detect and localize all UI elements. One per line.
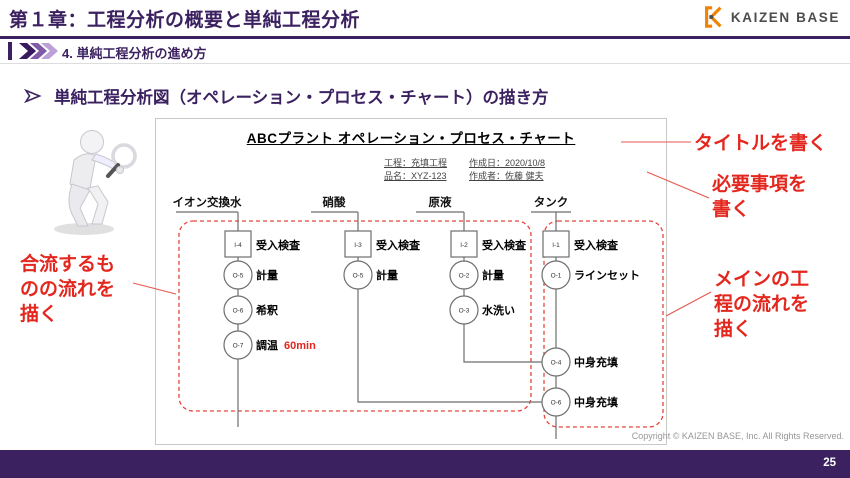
meta-author: 作成者：佐藤 健夫 <box>469 171 544 181</box>
subheader-accent-bar <box>8 42 12 60</box>
person-magnifier-illustration <box>54 130 137 235</box>
column-header: 硝酸 <box>323 195 346 209</box>
step-label: 調温 <box>256 338 278 352</box>
process-diagram: イオン交換水 硝酸 原液 タンク I-4 受入検査 O-5 計量 O-6 希釈 … <box>173 195 664 439</box>
step-duration-note: 60min <box>284 340 316 352</box>
copyright-text: Copyright © KAIZEN BASE, Inc. All Rights… <box>631 431 844 441</box>
kaizen-base-logo-icon <box>704 6 722 28</box>
annotation-info-note: 必要事項を 書く <box>712 174 808 220</box>
chart-title: ABCプラント オペレーション・プロセス・チャート <box>246 131 576 146</box>
footer-bar: 25 <box>0 450 850 478</box>
section-heading-row: 単純工程分析図（オペレーション・プロセス・チャート）の描き方 <box>24 84 549 108</box>
inspection-node <box>450 230 478 258</box>
operation-node <box>223 330 253 360</box>
subheader-label: 4. 単純工程分析の進め方 <box>62 46 207 61</box>
page-number: 25 <box>823 457 836 469</box>
process-chart-panel: ABCプラント オペレーション・プロセス・チャート 工程：充填工程 品名：XYZ… <box>155 118 667 445</box>
step-label: 水洗い <box>482 303 515 317</box>
step-label: 受入検査 <box>256 238 300 252</box>
meta-product: 品名：XYZ-123 <box>384 171 447 181</box>
node-id: O-5 <box>353 273 364 280</box>
operation-node <box>541 347 571 377</box>
section-heading: 単純工程分析図（オペレーション・プロセス・チャート）の描き方 <box>54 89 549 107</box>
annotation-title-note: タイトルを書く <box>694 133 828 154</box>
column-header: タンク <box>534 195 569 209</box>
main-flow-dashed-box <box>543 220 664 428</box>
step-label: 中身充填 <box>574 395 618 409</box>
page-title: 第１章：工程分析の概要と単純工程分析 <box>9 10 361 31</box>
operation-node <box>541 260 571 290</box>
annotation-main-flow-note: メインの工 程の流れを 描く <box>714 269 810 340</box>
merge-flows-dashed-box <box>178 220 532 412</box>
header-divider <box>0 36 850 39</box>
node-id: O-1 <box>551 273 562 280</box>
column-header: イオン交換水 <box>173 195 242 209</box>
step-label: 希釈 <box>255 303 279 317</box>
step-label: 計量 <box>256 268 278 282</box>
node-id: I-4 <box>234 242 242 249</box>
step-label: 中身充填 <box>574 355 618 369</box>
annotation-merge-flow-note: 合流するも のの流れを 描く <box>20 254 116 325</box>
triple-chevron-icon <box>19 43 58 59</box>
node-id: O-2 <box>459 273 470 280</box>
chart-meta-left: 工程：充填工程 品名：XYZ-123 <box>384 157 447 183</box>
logo-text: KAIZEN BASE <box>730 9 840 25</box>
node-id: O-6 <box>551 400 562 407</box>
inspection-node <box>224 230 252 258</box>
arrow-bullet-icon <box>24 89 42 103</box>
operation-node <box>343 260 373 290</box>
node-id: O-4 <box>551 360 562 367</box>
kaizen-base-logo: KAIZEN BASE <box>702 5 840 29</box>
operation-node <box>223 295 253 325</box>
pointer-line-main <box>665 291 712 317</box>
step-label: 計量 <box>376 268 398 282</box>
step-label: 受入検査 <box>376 238 420 252</box>
step-label: ラインセット <box>574 269 640 282</box>
node-id: O-7 <box>233 343 244 350</box>
node-id: O-6 <box>233 308 244 315</box>
step-label: 受入検査 <box>482 238 526 252</box>
column-header: 原液 <box>429 195 452 209</box>
node-id: O-5 <box>233 273 244 280</box>
node-id: I-2 <box>460 242 468 249</box>
subheader-band: 4. 単純工程分析の進め方 <box>0 39 850 64</box>
step-label: 受入検査 <box>574 238 618 252</box>
meta-process: 工程：充填工程 <box>384 158 448 168</box>
step-label: 計量 <box>482 268 504 282</box>
chart-meta-right: 作成日：2020/10/8 作成者：佐藤 健夫 <box>469 157 545 183</box>
operation-node <box>449 260 479 290</box>
operation-node <box>541 387 571 417</box>
inspection-node <box>542 230 570 258</box>
node-id: I-3 <box>354 242 362 249</box>
inspection-node <box>344 230 372 258</box>
operation-node <box>449 295 479 325</box>
node-id: I-1 <box>552 242 560 249</box>
node-id: O-3 <box>459 308 470 315</box>
operation-node <box>223 260 253 290</box>
meta-date: 作成日：2020/10/8 <box>469 158 546 168</box>
